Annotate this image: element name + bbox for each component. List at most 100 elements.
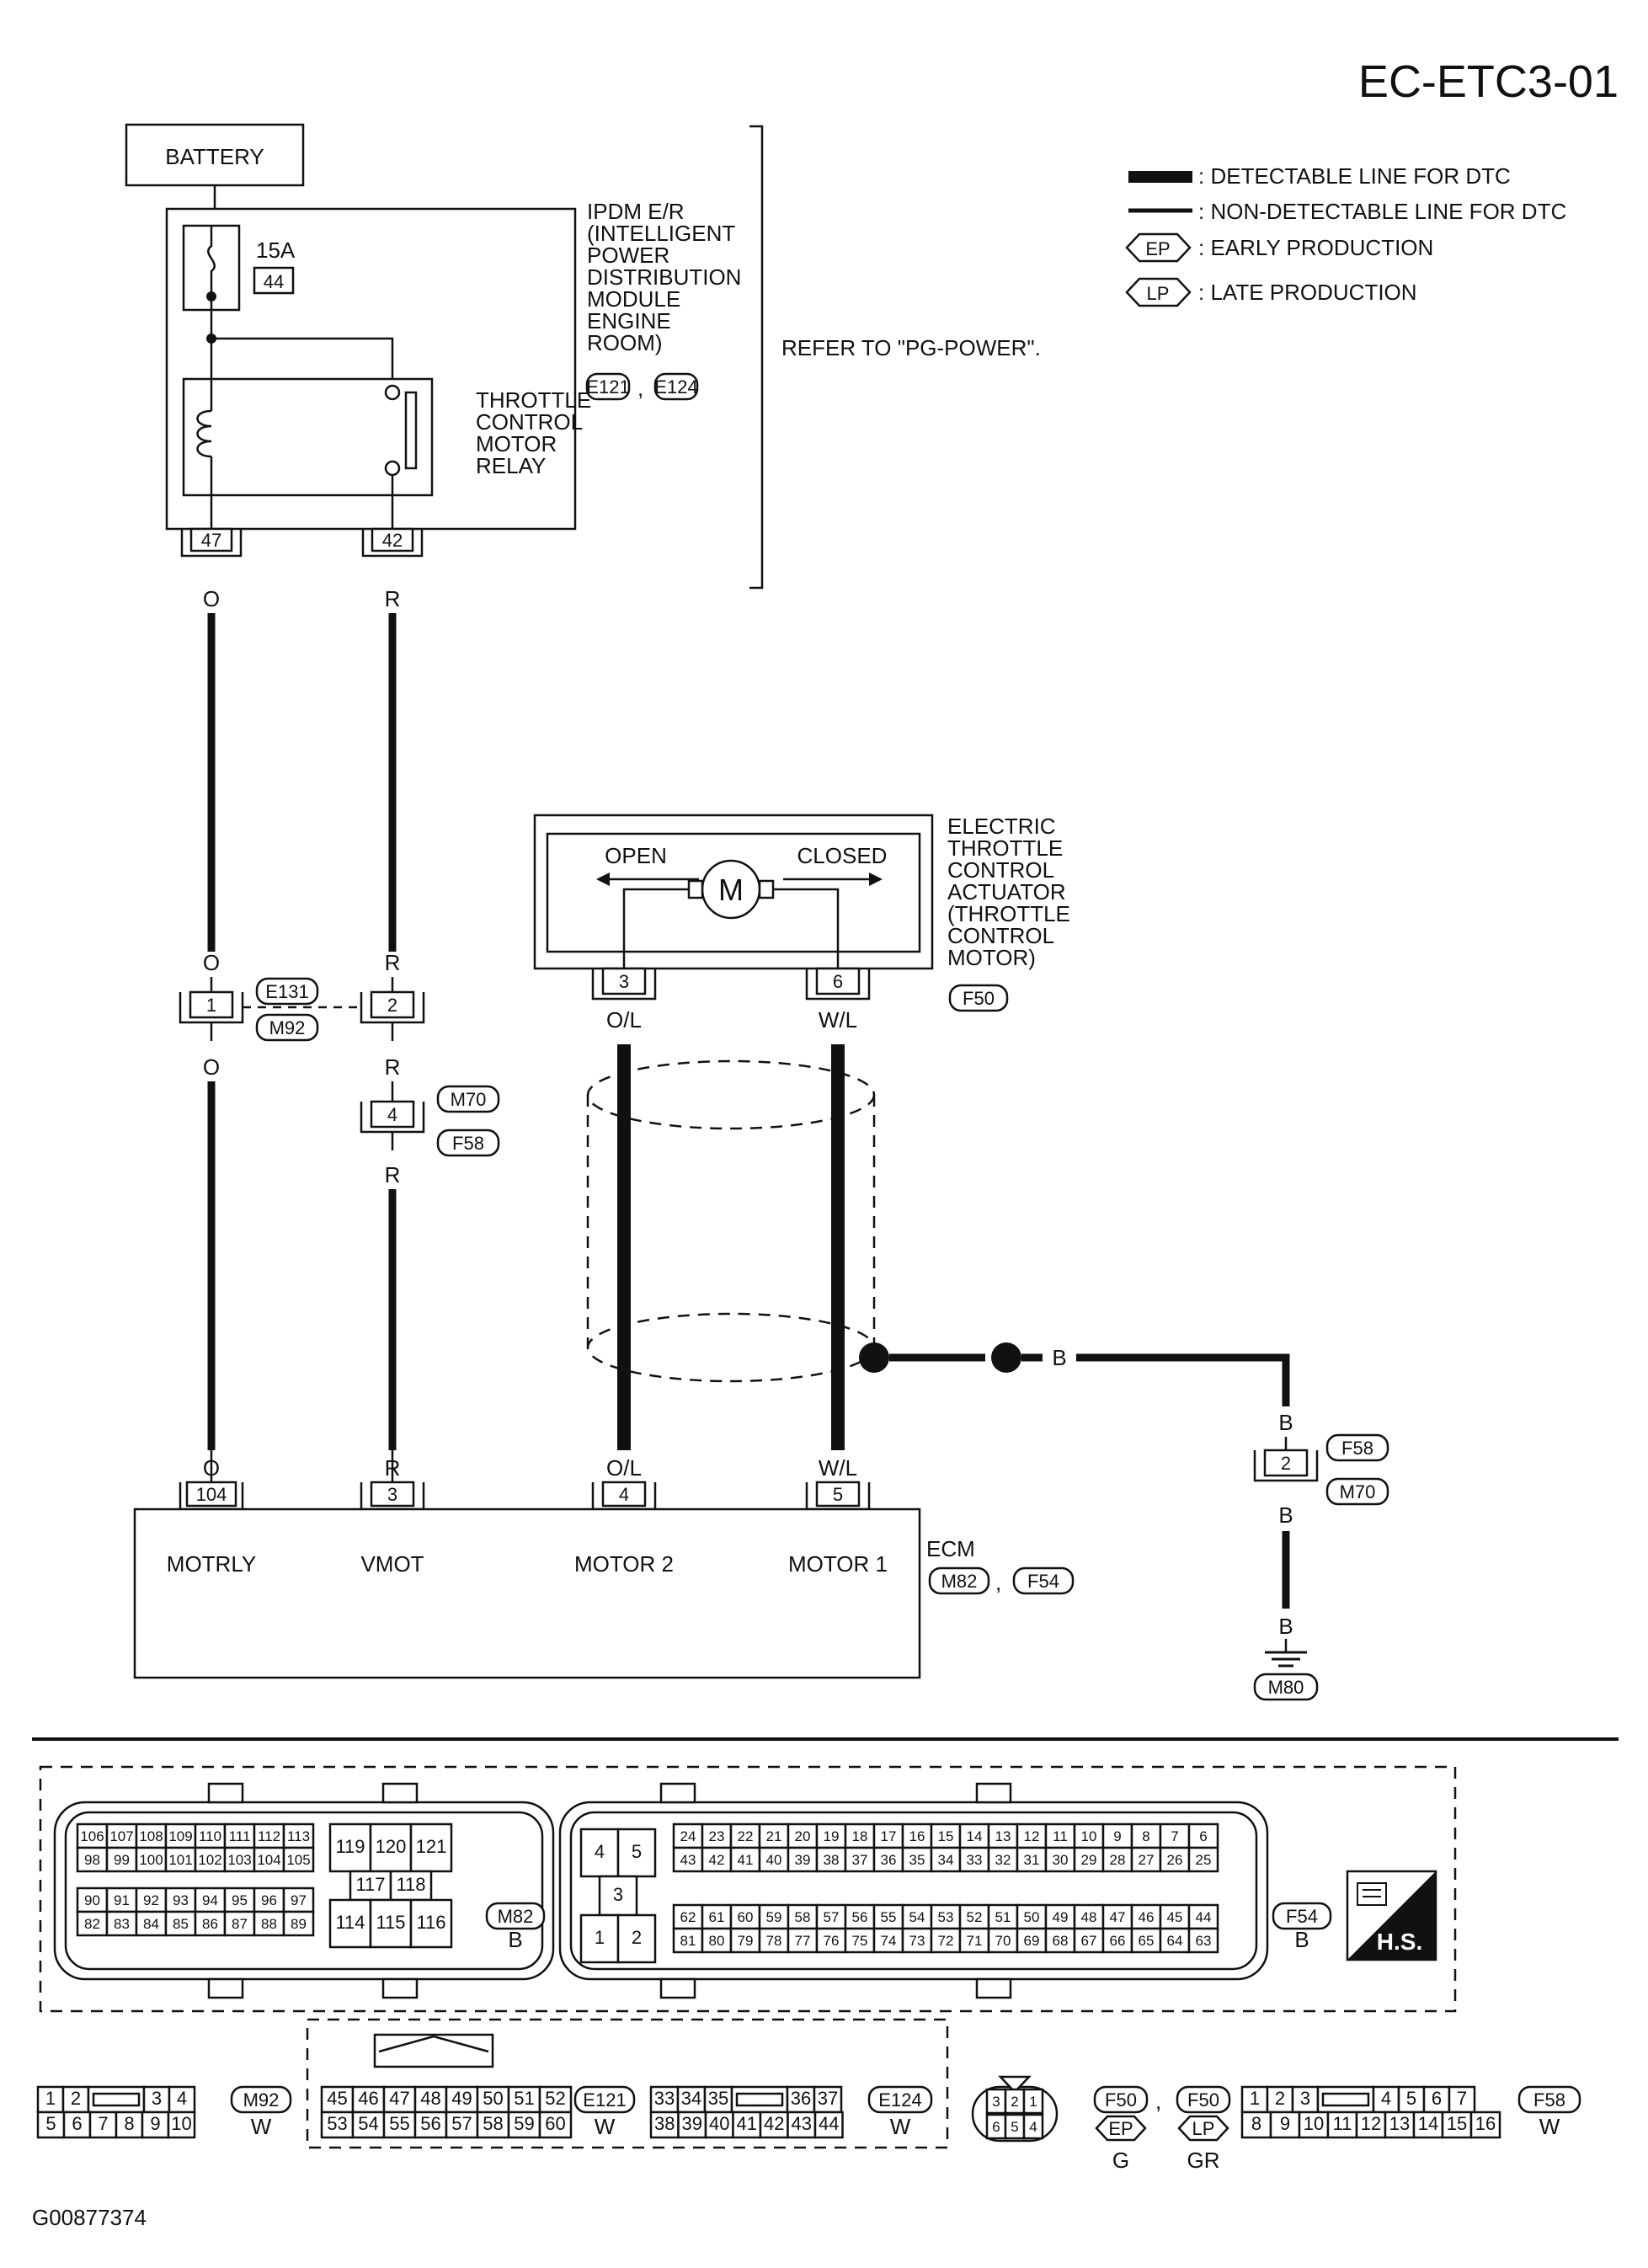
m82-pin-label: 112 (258, 1828, 280, 1844)
m82-pin-label: 118 (396, 1874, 425, 1895)
joint-pin-2: 2 (387, 995, 397, 1016)
f50-ep-color: G (1112, 2148, 1129, 2173)
f54-pin-label: 73 (909, 1933, 925, 1949)
e121-pin-label: 60 (545, 2113, 565, 2134)
f54-pin (930, 1903, 962, 1930)
f54-pin-label: 47 (1110, 1909, 1126, 1925)
ipdm-name-7: ROOM) (587, 330, 663, 355)
m82-pin (328, 1822, 372, 1873)
wire-color-wl-1: W/L (819, 1007, 857, 1033)
wire-color-wl-2: W/L (819, 1455, 857, 1481)
m82-pin (253, 1846, 285, 1873)
f54-pin-label: 37 (852, 1852, 868, 1868)
f54-pin-label: 79 (738, 1933, 754, 1949)
m82-pin-label: 86 (202, 1916, 218, 1932)
m82-pin-label: 110 (199, 1828, 221, 1844)
m82-pin (105, 1846, 138, 1873)
connector-f58-color: W (1539, 2114, 1560, 2139)
f54-pin (787, 1903, 819, 1930)
ecm-pin-label-motrly: MOTRLY (167, 1551, 256, 1577)
hs-badge-icon: H.S. (1346, 1870, 1437, 1961)
m82-pin (282, 1886, 315, 1913)
f54-pin-label: 57 (824, 1909, 840, 1925)
f54-pin-label: 49 (1053, 1909, 1069, 1925)
connector-f54-face-label: F54 (1286, 1906, 1318, 1927)
f50-pin-label: 5 (1011, 2119, 1018, 2135)
f54-pin-label: 42 (709, 1852, 725, 1868)
actuator-pin-3-label: 3 (619, 971, 629, 992)
ecm-pin-3-label: 3 (387, 1484, 397, 1505)
e124-pin (732, 2111, 762, 2139)
m82-pin-label: 113 (287, 1828, 310, 1844)
ecm-pin-5-label: 5 (833, 1484, 843, 1505)
f54-pin-label: 61 (709, 1909, 725, 1925)
connector-e124-face-tag (867, 2085, 933, 2114)
m82-pin (223, 1886, 256, 1913)
f54-pin-label: 41 (738, 1852, 754, 1868)
key-slot (92, 2092, 141, 2107)
f50-pin-label: 4 (1029, 2119, 1037, 2135)
connector-f58-ground-tag (1325, 1433, 1389, 1462)
pin-42: 42 (382, 530, 403, 551)
f54-pin-label: 66 (1110, 1933, 1126, 1949)
f54-pin-label: 39 (795, 1852, 811, 1868)
m82-pin-label: 103 (227, 1852, 251, 1868)
e124-pin-label: 43 (792, 2113, 812, 2134)
key-slot (735, 2092, 784, 2107)
legend-early-production-label: : EARLY PRODUCTION (1198, 235, 1433, 260)
m82-pin-label: 95 (232, 1892, 248, 1908)
e124-pin-label: 36 (791, 2088, 811, 2109)
connector-m92: M92 (269, 1017, 306, 1038)
f54-pin-label: 25 (1196, 1852, 1212, 1868)
f54-pin-label: 59 (766, 1909, 782, 1925)
m82-pin-label: 116 (416, 1912, 445, 1933)
relay-switch-arm (404, 391, 418, 470)
m92-pin-label: 2 (71, 2088, 81, 2109)
battery-box (125, 123, 305, 187)
actuator-pin-3: 3 (591, 967, 657, 1001)
connector-f58-ground: F58 (1341, 1438, 1373, 1459)
m82-pin-label: 88 (261, 1916, 277, 1932)
connector-f54: F54 (1027, 1571, 1059, 1592)
f54-pin-label: 54 (909, 1909, 925, 1925)
e124-pin-label: 44 (819, 2113, 839, 2134)
connector-f58-face-label: F58 (1533, 2089, 1565, 2111)
m82-pin-label: 92 (143, 1892, 159, 1908)
ground-joint-pin-2: 2 (1253, 1449, 1319, 1482)
f54-pin-label: 51 (995, 1909, 1011, 1925)
connector-f54-face-tag (1272, 1902, 1332, 1930)
e121-pin-label: 52 (545, 2088, 565, 2109)
e124-pin-label: 37 (818, 2088, 838, 2109)
f54-pin (729, 1927, 761, 1954)
connector-m92-color: W (251, 2114, 272, 2139)
ipdm-name-3: POWER (587, 243, 669, 268)
f54-pin (901, 1846, 933, 1873)
f54-pin-label: 28 (1110, 1852, 1126, 1868)
f54-pin (958, 1846, 990, 1873)
f54-pin-label: 77 (795, 1933, 811, 1949)
f54-pin-label: 24 (680, 1828, 696, 1844)
f54-pin-label: 65 (1139, 1933, 1155, 1949)
f54-pin-label: 22 (738, 1828, 754, 1844)
f54-pin (758, 1846, 790, 1873)
m82-pin-label: 107 (109, 1828, 133, 1844)
f54-pin (872, 1846, 904, 1873)
f54-pin-label: 14 (967, 1828, 983, 1844)
f54-pin-label: 27 (1139, 1852, 1155, 1868)
e121-pin-label: 55 (389, 2113, 409, 2134)
f54-pin (787, 1927, 819, 1954)
f54-pin (672, 1822, 704, 1849)
m82-pin (105, 1886, 138, 1913)
ground-m80: M80 (1268, 1677, 1304, 1698)
ipdm-pin-47: 47 (180, 527, 243, 558)
f50-separator: , (1155, 2089, 1161, 2114)
f54-pin (930, 1927, 962, 1954)
legend-late-production-label: : LATE PRODUCTION (1198, 280, 1417, 305)
joint-pin-1: 1 (206, 995, 216, 1016)
f54-pin (579, 1913, 620, 1964)
legend: : DETECTABLE LINE FOR DTC : NON-DETECTAB… (1125, 163, 1566, 307)
connector-f50-lp-label: F50 (1187, 2089, 1219, 2111)
ep-symbol (1125, 232, 1192, 263)
f58-pin (1441, 2111, 1473, 2139)
